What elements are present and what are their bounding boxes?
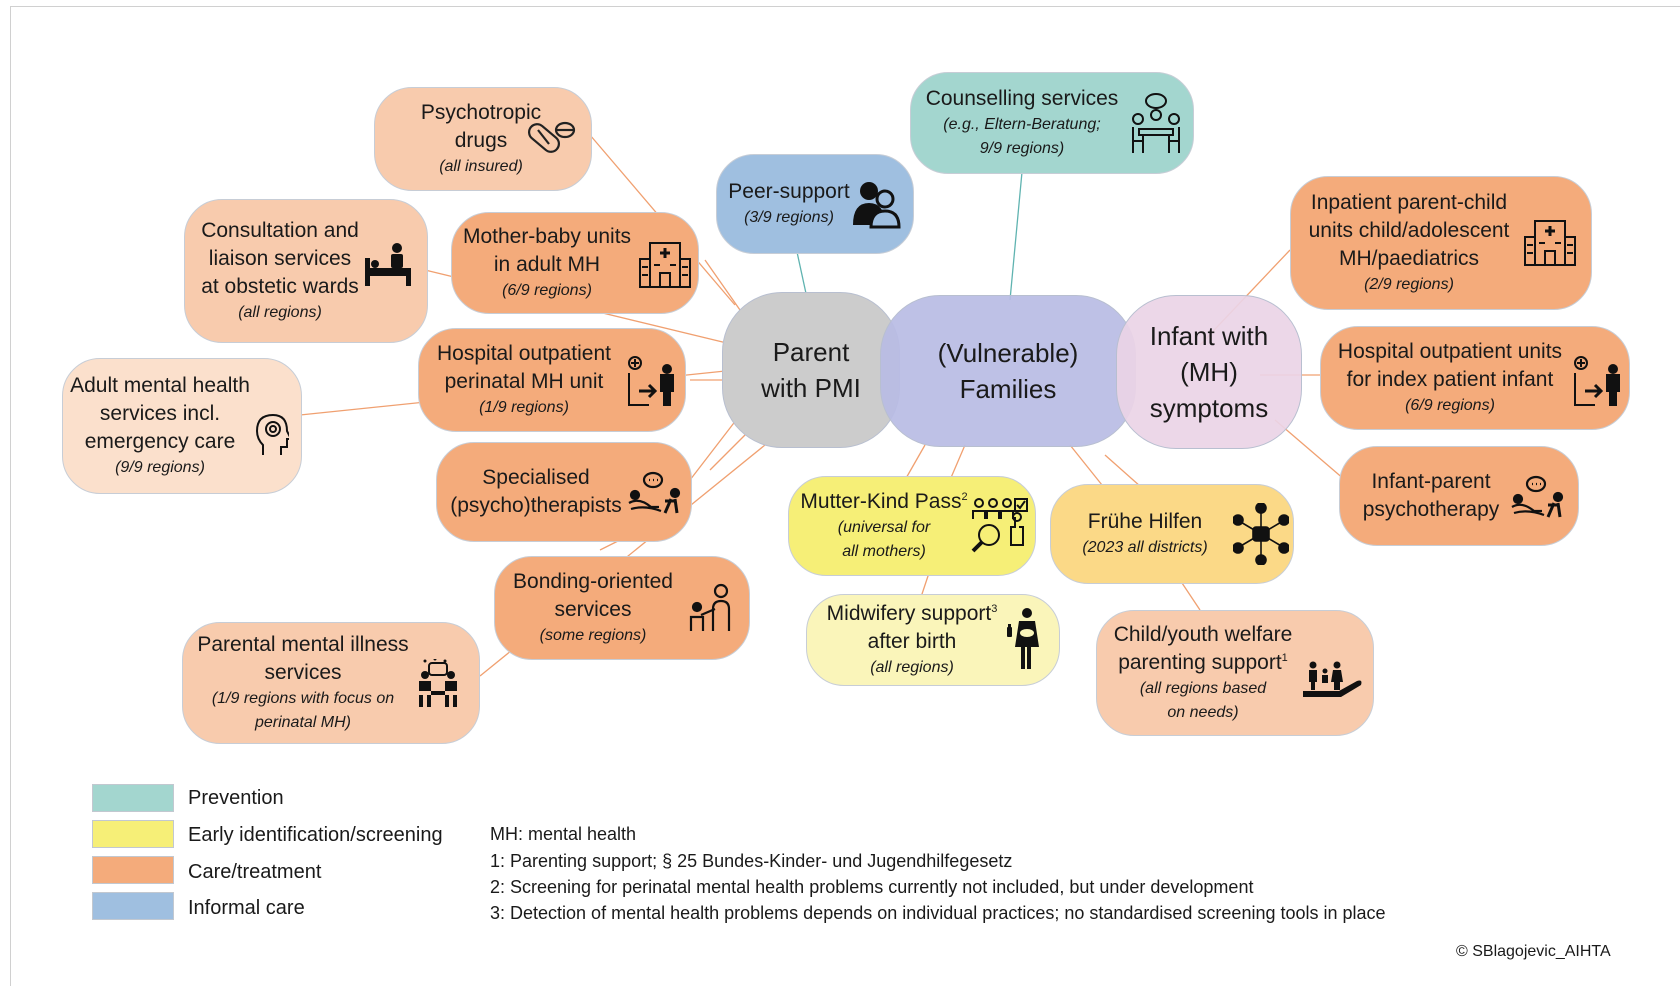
hospital-outpatient-perinatal-node: Hospital outpatient perinatal MH unit (1… [418, 328, 686, 432]
node-subtitle: (1/9 regions) [479, 399, 569, 416]
node-subtitle: (universal for all mothers) [837, 519, 931, 560]
node-title-text: Mutter-Kind Pass [800, 490, 962, 513]
node-subtitle: (9/9 regions) [115, 459, 205, 476]
node-title: Hospital outpatient units for index pati… [1337, 340, 1563, 391]
adult-mental-health-node: Adult mental health services incl. emerg… [62, 358, 302, 494]
node-subtitle: (6/9 regions) [502, 282, 592, 299]
mutter-kind-pass-node: Mutter-Kind Pass2 (universal for all mot… [788, 476, 1036, 576]
hospital-building-icon [1523, 217, 1577, 267]
footnote-marker: 1 [1281, 652, 1288, 664]
node-subtitle: (e.g., Eltern-Beratung; 9/9 regions) [943, 116, 1101, 157]
node-title-text: Midwifery support [826, 602, 992, 625]
node-title: Mutter-Kind Pass2 [800, 488, 967, 516]
parent-child-icon [687, 583, 735, 633]
specialised-psychotherapists-node: Specialised (psycho)therapists [436, 442, 692, 542]
parental-mental-illness-node: Parental mental illness services (1/9 re… [182, 622, 480, 744]
node-title: Consultation and liaison services at obs… [201, 219, 359, 298]
node-title: Hospital outpatient perinatal MH unit [437, 342, 611, 393]
footnote-marker: 2 [961, 491, 968, 503]
footnote-3: 3: Detection of mental health problems d… [490, 903, 1386, 923]
therapy-icon [1510, 475, 1566, 519]
node-title: Psychotropic drugs [420, 101, 542, 152]
node-title: Mother-baby units in adult MH [462, 225, 632, 276]
bonding-oriented-node: Bonding-oriented services (some regions) [494, 556, 750, 660]
infant-parent-psychotherapy-node: Infant-parent psychotherapy [1339, 446, 1579, 546]
legend-swatch-informal [92, 892, 174, 920]
legend-swatch-prevention [92, 784, 174, 812]
infant-circle: Infant with (MH) symptoms [1116, 295, 1302, 449]
node-subtitle: (all regions) [238, 304, 322, 321]
footnote-2: 2: Screening for perinatal mental health… [490, 877, 1254, 897]
therapy-icon [627, 471, 683, 515]
node-subtitle: (all regions based on needs) [1139, 680, 1267, 721]
families-circle: (Vulnerable) Families [880, 295, 1136, 447]
legend-label-informal: Informal care [188, 897, 305, 919]
node-subtitle: (all regions) [870, 659, 954, 676]
footnote-1: 1: Parenting support; § 25 Bundes-Kinder… [490, 851, 1013, 871]
consultation-liaison-node: Consultation and liaison services at obs… [184, 199, 428, 343]
counselling-services-node: Counselling services (e.g., Eltern-Berat… [910, 72, 1194, 174]
node-title-line2: after birth [867, 630, 957, 653]
node-title: Infant-parent psychotherapy [1362, 470, 1500, 521]
midwife-icon [1005, 607, 1041, 671]
node-title: Bonding-oriented services [513, 570, 673, 621]
hospital-bed-icon [363, 242, 413, 288]
node-title: Counselling services [925, 87, 1119, 110]
group-talk-icon [415, 659, 461, 707]
mother-baby-units-node: Mother-baby units in adult MH (6/9 regio… [451, 212, 699, 314]
node-subtitle: (6/9 regions) [1405, 397, 1495, 414]
legend-label-care: Care/treatment [188, 861, 322, 883]
node-title: Parental mental illness services [197, 633, 409, 684]
node-title: Child/youth welfare parenting support1 [1114, 621, 1293, 677]
meeting-icon [1129, 91, 1183, 157]
screening-icon [971, 497, 1029, 555]
node-title: Inpatient parent-child units child/adole… [1308, 191, 1510, 270]
family-hand-icon [1303, 659, 1363, 699]
footnote-abbreviation: MH: mental health [490, 824, 637, 844]
legend-swatch-care [92, 856, 174, 884]
node-title: Specialised (psycho)therapists [450, 466, 622, 517]
midwifery-support-node: Midwifery support3 after birth (all regi… [806, 594, 1060, 686]
node-subtitle: (some regions) [539, 627, 647, 644]
footnote-marker: 3 [991, 603, 998, 615]
node-subtitle: (1/9 regions with focus on perinatal MH) [211, 690, 395, 731]
network-icon [1233, 503, 1289, 565]
node-subtitle: (2023 all districts) [1082, 539, 1208, 556]
inpatient-parent-child-node: Inpatient parent-child units child/adole… [1290, 176, 1592, 310]
node-title: Adult mental health services incl. emerg… [70, 374, 250, 453]
pills-icon [523, 116, 577, 160]
outpatient-icon [1571, 355, 1623, 407]
figure-frame [10, 6, 1680, 986]
node-title: Peer-support [728, 180, 850, 203]
legend-label-prevention: Prevention [188, 787, 284, 809]
peer-support-node: Peer-support (3/9 regions) [716, 154, 914, 254]
fruehe-hilfen-node: Frühe Hilfen (2023 all districts) [1050, 484, 1294, 584]
node-subtitle: (3/9 regions) [744, 209, 834, 226]
parent-circle: Parent with PMI [722, 292, 900, 448]
hospital-outpatient-infant-node: Hospital outpatient units for index pati… [1320, 326, 1630, 430]
outpatient-icon [625, 355, 677, 407]
node-subtitle: (all insured) [439, 158, 523, 175]
legend-label-screening: Early identification/screening [188, 824, 443, 846]
hospital-building-icon [638, 239, 692, 289]
peer-support-icon [851, 179, 901, 229]
psychotropic-drugs-node: Psychotropic drugs (all insured) [374, 87, 592, 191]
node-subtitle: (2/9 regions) [1364, 276, 1454, 293]
node-title: Frühe Hilfen [1087, 510, 1203, 533]
child-youth-welfare-node: Child/youth welfare parenting support1 (… [1096, 610, 1374, 736]
node-title-text: Child/youth welfare parenting support [1113, 623, 1293, 674]
copyright: © SBlagojevic_AIHTA [1456, 943, 1611, 960]
legend-swatch-screening [92, 820, 174, 848]
node-title: Midwifery support3 [827, 600, 998, 628]
head-icon [255, 411, 289, 457]
